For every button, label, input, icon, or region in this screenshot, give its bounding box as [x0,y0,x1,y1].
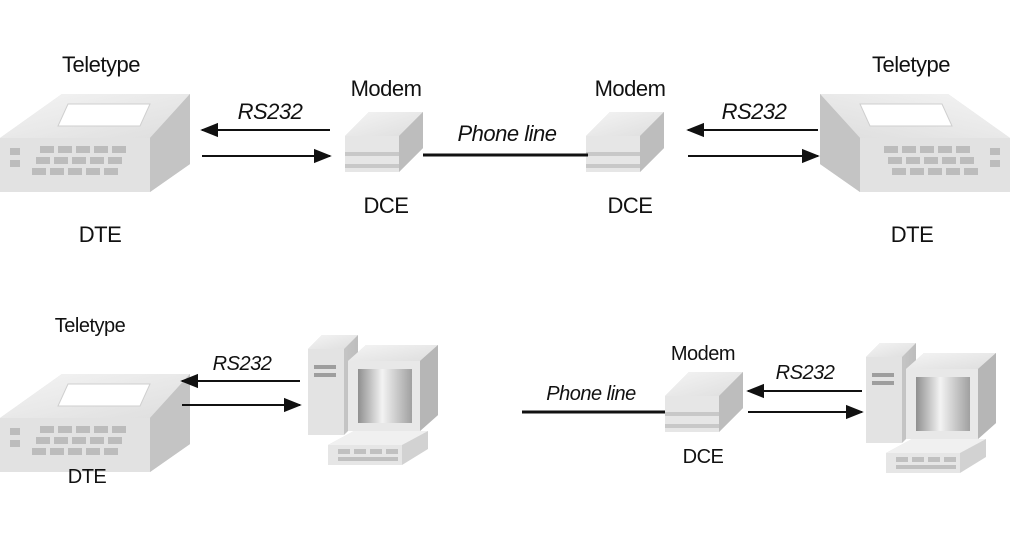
dte-label: DTE [890,222,934,247]
modem-icon [345,112,423,172]
rs232-label: RS232 [721,99,787,124]
teletype-title: Teletype [54,315,126,337]
modem-title: Modem [350,76,422,101]
dte-label: DTE [78,222,122,247]
computer-icon [308,335,438,465]
teletype-icon [0,373,191,473]
phone-line-label: Phone line [546,383,636,405]
dte-label: DTE [67,466,107,488]
teletype-title: Teletype [872,52,950,77]
dce-label: DCE [682,446,724,468]
modem-icon [586,112,664,172]
dce-label: DCE [607,193,653,218]
rs232-label: RS232 [212,353,272,375]
rs232-label: RS232 [775,362,835,384]
modem-icon [665,372,743,432]
teletype-icon [0,93,191,193]
teletype-title: Teletype [62,52,140,77]
teletype-icon [819,93,1011,193]
rs232-label: RS232 [237,99,303,124]
modem-title: Modem [670,343,736,365]
modem-title: Modem [594,76,666,101]
phone-line-label: Phone line [457,121,557,146]
computer-icon [866,343,996,473]
dce-label: DCE [363,193,409,218]
